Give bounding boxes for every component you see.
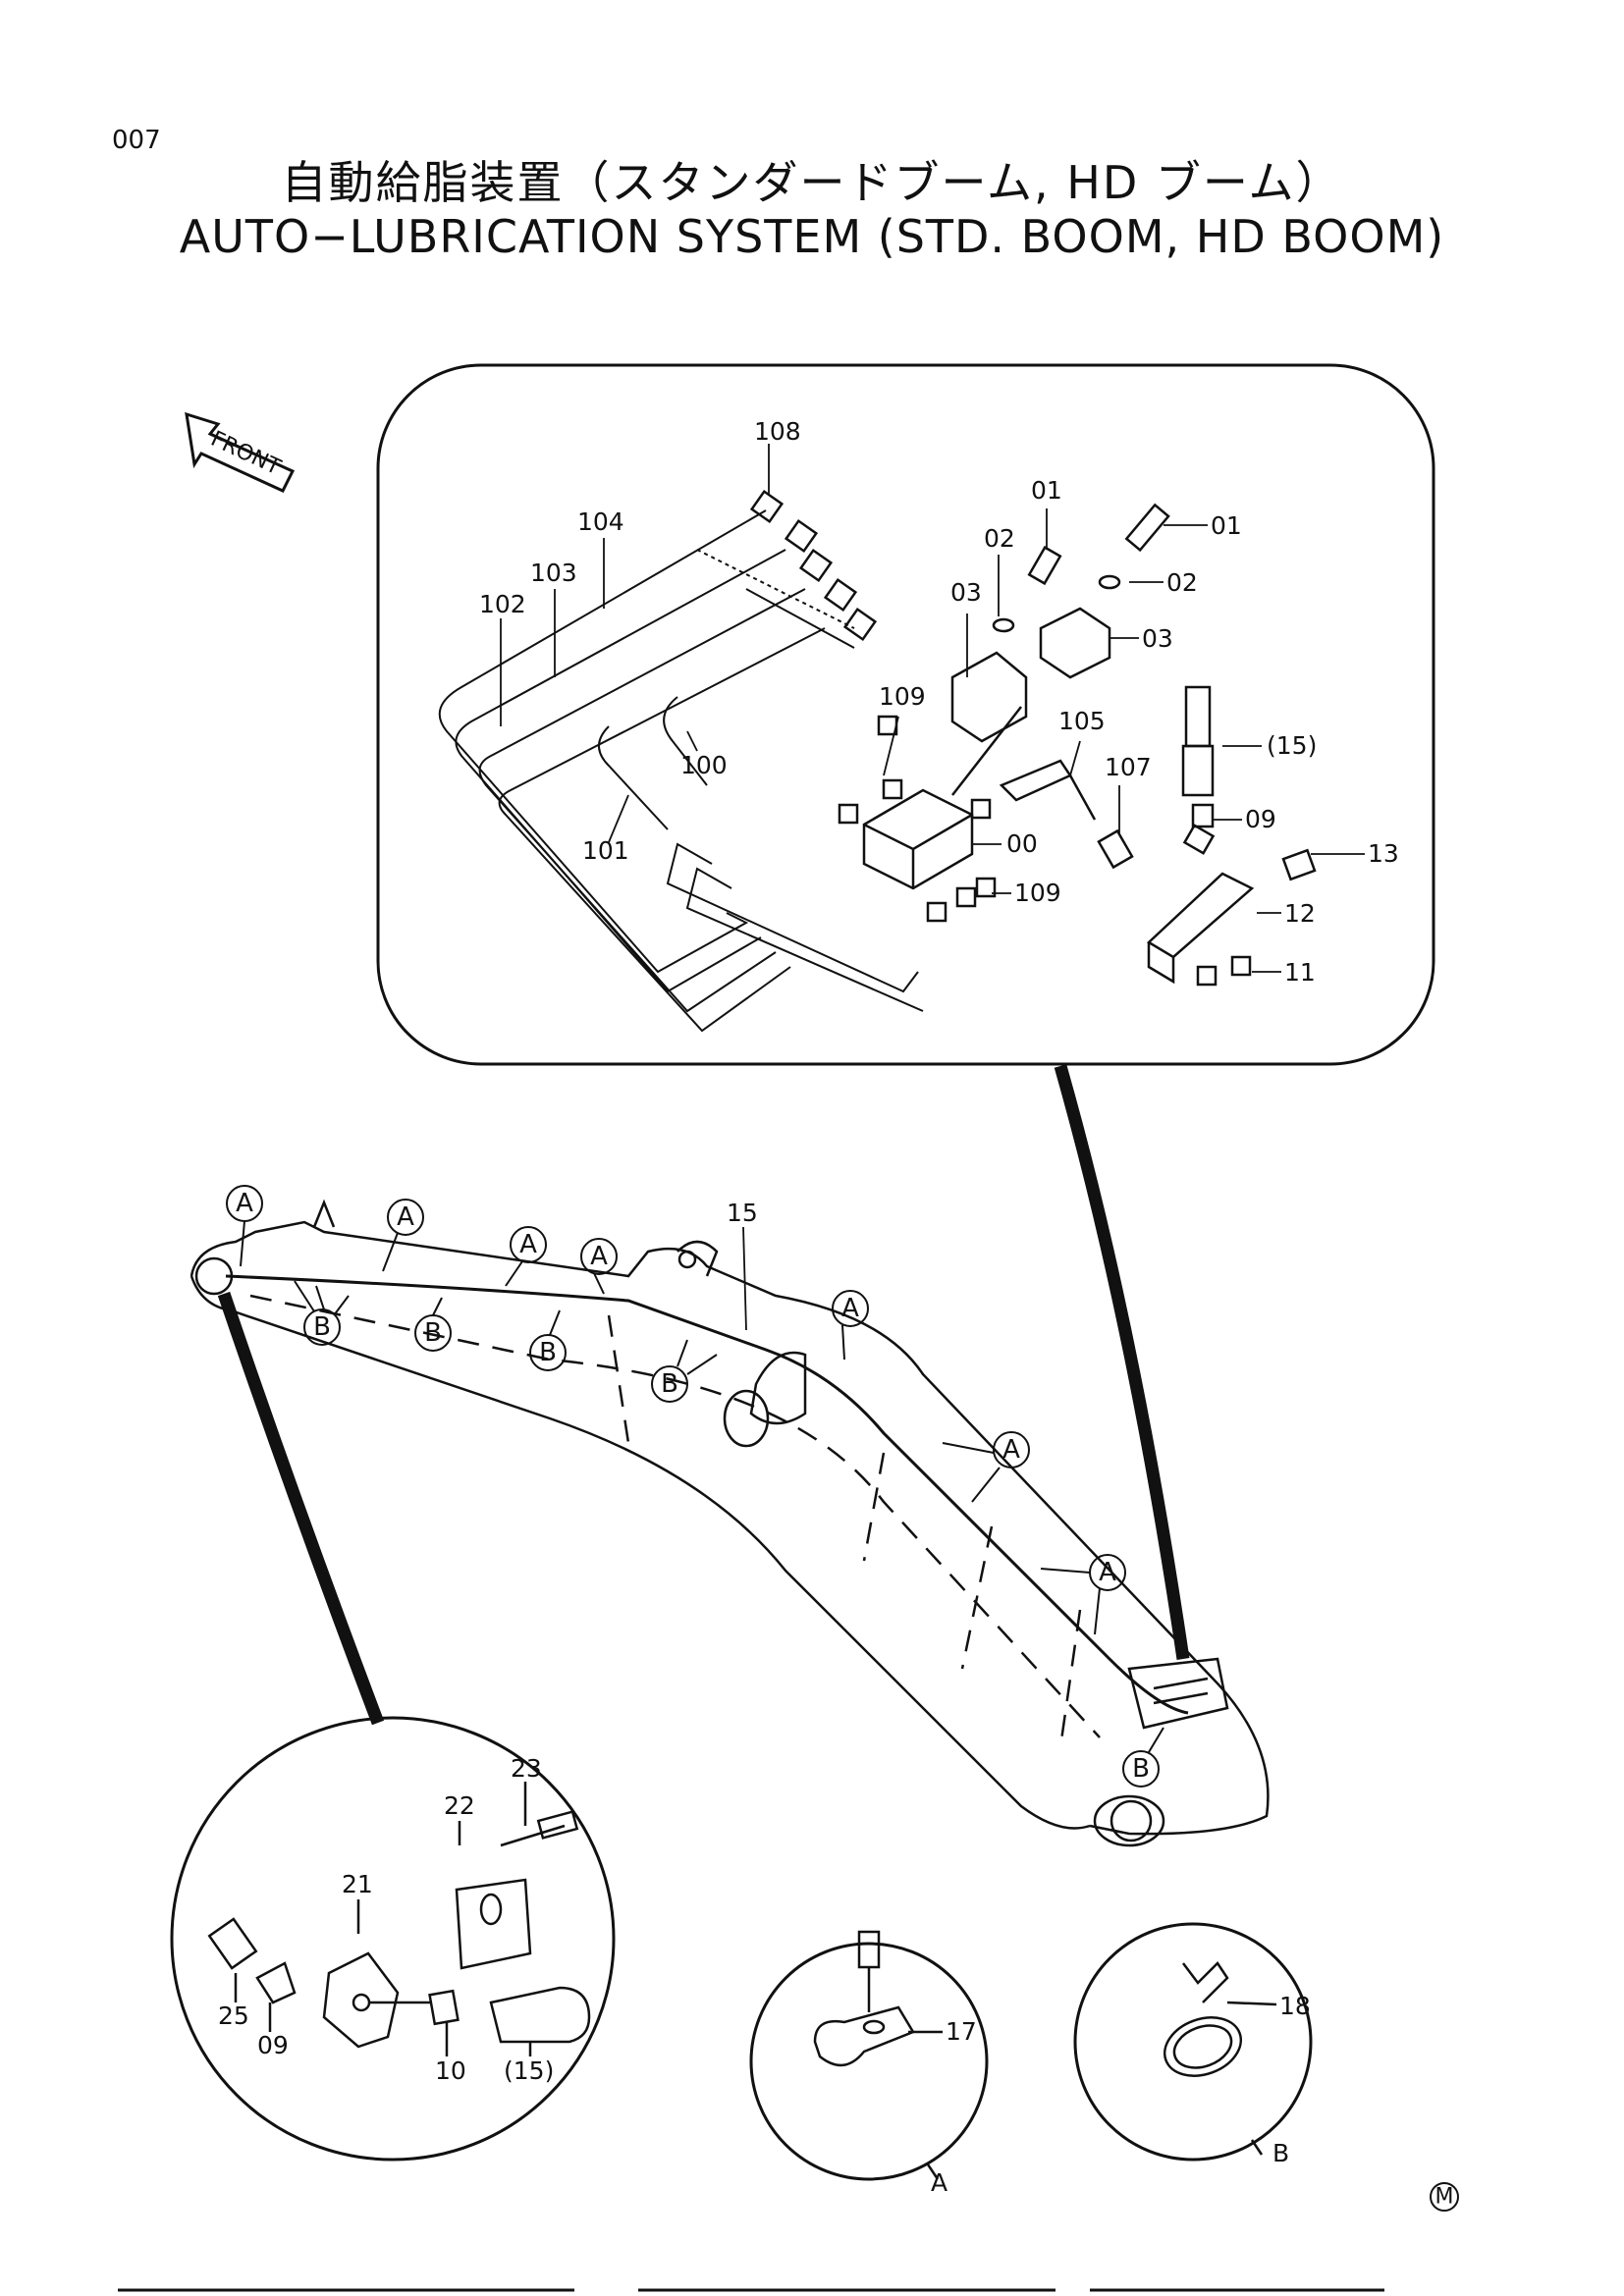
distributor-block bbox=[838, 715, 997, 923]
right-side-parts bbox=[999, 685, 1317, 987]
page-number: 007 bbox=[112, 126, 161, 155]
view-label-b: B bbox=[1272, 2139, 1289, 2167]
callout-b: B bbox=[313, 1312, 331, 1342]
part-label-15: (15) bbox=[504, 2056, 554, 2085]
part-label-03: 03 bbox=[950, 578, 982, 607]
nut-fittings bbox=[749, 489, 878, 642]
lubrication-pipes bbox=[438, 509, 924, 1033]
part-label-12: 12 bbox=[1284, 899, 1316, 928]
corner-mark: M bbox=[1435, 2185, 1454, 2210]
part-label-23: 23 bbox=[511, 1754, 542, 1783]
part-label-103: 103 bbox=[530, 559, 577, 587]
clip-17 bbox=[813, 1930, 943, 2180]
view-label-a: A bbox=[931, 2168, 947, 2197]
connector-box-to-boom bbox=[1054, 1064, 1190, 1660]
connector-boom-to-circle bbox=[217, 1291, 385, 1726]
part-label-15: (15) bbox=[1267, 731, 1317, 760]
part-label-02: 02 bbox=[1166, 568, 1198, 597]
part-label-11: 11 bbox=[1284, 958, 1316, 987]
callout-a: A bbox=[236, 1189, 253, 1218]
detail-box-labels: 108 104 103 102 100 101 109 00 109 01 02… bbox=[479, 417, 1399, 987]
callout-a: A bbox=[841, 1294, 859, 1323]
callout-letters-a: A A A A A A A bbox=[236, 1189, 1116, 1587]
part-label-102: 102 bbox=[479, 590, 526, 618]
detail-circle-a bbox=[749, 1942, 989, 2181]
detail-circle-b bbox=[1073, 1922, 1313, 2162]
part-label-01: 01 bbox=[1031, 476, 1062, 505]
part-label-00: 00 bbox=[1006, 829, 1038, 858]
leader-15 bbox=[742, 1226, 747, 1331]
large-circle-parts bbox=[207, 1782, 591, 2056]
callout-b: B bbox=[424, 1318, 442, 1348]
callouts-a bbox=[226, 1185, 1126, 1635]
title-english: AUTO−LUBRICATION SYSTEM (STD. BOOM, HD B… bbox=[179, 210, 1445, 263]
part-label-15-boom: 15 bbox=[727, 1199, 758, 1227]
corner-mark-circle bbox=[1430, 2182, 1459, 2212]
callout-b: B bbox=[539, 1338, 557, 1367]
part-label-10: 10 bbox=[435, 2056, 466, 2085]
title-japanese: 自動給脂装置（スタンダードブーム, HD ブーム） bbox=[281, 156, 1343, 209]
callout-a: A bbox=[1099, 1558, 1116, 1587]
part-label-109: 109 bbox=[879, 682, 926, 711]
part-label-109: 109 bbox=[1014, 879, 1061, 907]
part-label-09: 09 bbox=[257, 2031, 289, 2059]
part-label-107: 107 bbox=[1105, 753, 1152, 781]
callout-letters-b: B B B B B bbox=[313, 1312, 1150, 1784]
callout-a: A bbox=[590, 1242, 608, 1271]
clamp-18 bbox=[1163, 1961, 1277, 2156]
part-label-18: 18 bbox=[1279, 1992, 1311, 2020]
detail-circle-large bbox=[170, 1716, 616, 2162]
boom-outline bbox=[189, 1199, 1270, 1847]
detail-box-frame bbox=[376, 363, 1435, 1066]
part-label-108: 108 bbox=[754, 417, 801, 446]
part-label-104: 104 bbox=[577, 507, 624, 536]
part-label-22: 22 bbox=[444, 1791, 475, 1820]
part-label-01: 01 bbox=[1211, 511, 1242, 540]
part-label-101: 101 bbox=[582, 836, 629, 865]
bracket-assembly bbox=[950, 503, 1170, 796]
callouts-b bbox=[294, 1280, 1164, 1788]
part-label-21: 21 bbox=[342, 1870, 373, 1898]
callout-b: B bbox=[1132, 1754, 1150, 1784]
callout-a: A bbox=[397, 1202, 414, 1232]
part-label-13: 13 bbox=[1368, 839, 1399, 868]
part-label-25: 25 bbox=[218, 2002, 249, 2030]
part-label-03: 03 bbox=[1142, 624, 1173, 653]
callout-a: A bbox=[1002, 1435, 1020, 1465]
large-circle-labels: 23 22 21 25 09 10 (15) bbox=[218, 1754, 554, 2085]
callout-b: B bbox=[661, 1369, 678, 1399]
part-label-09: 09 bbox=[1245, 805, 1276, 833]
part-label-105: 105 bbox=[1058, 707, 1106, 735]
part-label-02: 02 bbox=[984, 524, 1015, 553]
leader-lines bbox=[500, 444, 1365, 973]
callout-a: A bbox=[519, 1230, 537, 1259]
front-arrow: FRONT bbox=[185, 411, 296, 493]
part-label-17: 17 bbox=[946, 2017, 977, 2046]
part-label-100: 100 bbox=[680, 751, 728, 779]
